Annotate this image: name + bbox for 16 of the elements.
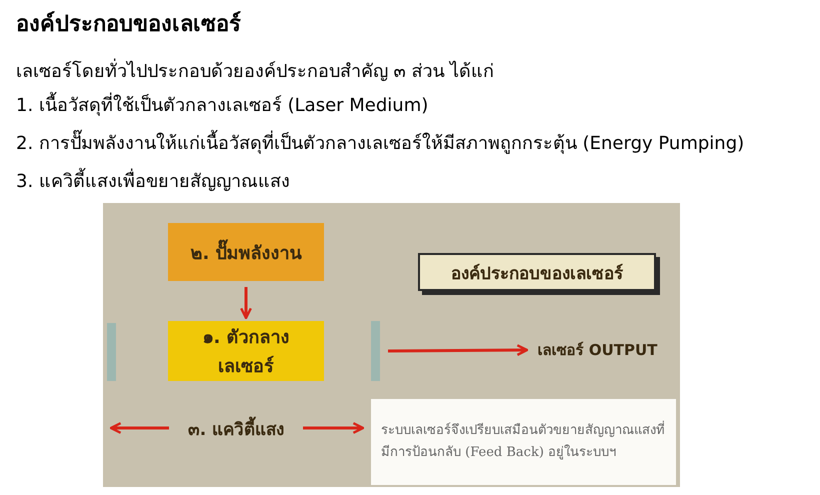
process-box: ๒. ปั๊มพลังงาน <box>168 223 324 281</box>
mirror-bar <box>371 321 380 381</box>
list-item: 3. แควิตี้แสงเพื่อขยายสัญญาณแสง <box>16 166 290 195</box>
cavity-label: ๓. แควิตี้แสง <box>177 415 295 441</box>
mirror-bar <box>107 323 116 381</box>
note-box: ระบบเลเซอร์จึงเปรียบเสมือนตัวขยายสัญญาณแสงที่มีการป้อนกลับ (Feed Back) อยู่ในระบบฯ <box>371 399 676 485</box>
output-label: เลเซอร์ OUTPUT <box>535 337 660 363</box>
arrow <box>388 344 528 356</box>
arrow <box>303 422 364 434</box>
list-item: 1. เนื้อวัสดุที่ใช้เป็นตัวกลางเลเซอร์ (Laser Medium) <box>16 90 428 119</box>
arrow <box>110 422 169 434</box>
arrow <box>240 287 252 320</box>
process-box: ๑. ตัวกลาง เลเซอร์ <box>168 321 324 381</box>
page-title: องค์ประกอบของเลเซอร์ <box>16 10 241 39</box>
list-item: 2. การปั๊มพลังงานให้แก่เนื้อวัสดุที่เป็นตัวกลางเลเซอร์ให้มีสภาพถูกกระตุ้น (Energy Pumping) <box>16 128 744 157</box>
intro-text: เลเซอร์โดยทั่วไปประกอบด้วยองค์ประกอบสำคัญ ๓ ส่วน ได้แก่ <box>16 56 494 85</box>
